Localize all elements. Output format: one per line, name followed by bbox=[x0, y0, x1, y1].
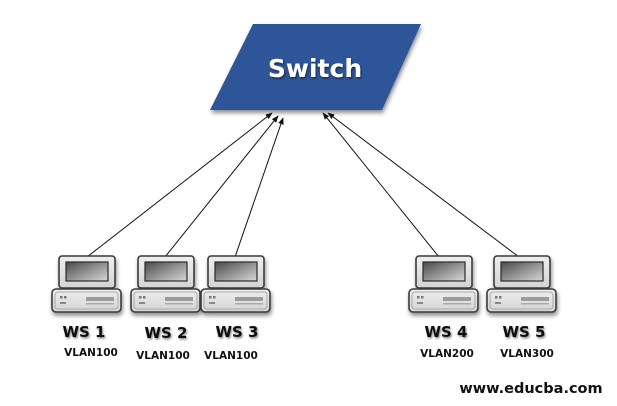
drive-slot-line bbox=[235, 303, 263, 305]
computer-base-inner bbox=[54, 291, 119, 310]
led-dot bbox=[139, 296, 142, 299]
workstation-4: WS 4 VLAN200 bbox=[408, 255, 479, 360]
workstation-vlan: VLAN100 bbox=[204, 350, 258, 362]
computer-base-inner bbox=[489, 291, 554, 310]
desktop-computer-icon bbox=[486, 255, 557, 313]
monitor-screen bbox=[214, 261, 258, 282]
switch-shape bbox=[210, 24, 421, 110]
connections bbox=[86, 112, 520, 258]
led-dot bbox=[495, 296, 498, 299]
drive-slot bbox=[521, 297, 549, 301]
workstation-name: WS 3 bbox=[215, 323, 258, 341]
computer-base-inner bbox=[133, 291, 198, 310]
led-dot bbox=[417, 296, 420, 299]
workstation-2: WS 2 VLAN100 bbox=[130, 255, 201, 362]
workstation-1: WS 1 VLAN100 bbox=[51, 255, 122, 359]
led-dot bbox=[499, 296, 502, 299]
desktop-computer-icon bbox=[130, 255, 201, 313]
workstation-vlan: VLAN300 bbox=[500, 348, 554, 360]
connection-line-2 bbox=[164, 115, 279, 258]
led-dot bbox=[64, 296, 67, 299]
computer-base-inner bbox=[203, 291, 268, 310]
drive-slot-line bbox=[165, 303, 193, 305]
led-dot bbox=[60, 302, 66, 304]
workstation-name: WS 4 bbox=[424, 323, 467, 341]
desktop-computer-icon bbox=[408, 255, 479, 313]
workstation-3: WS 3 VLAN100 bbox=[200, 255, 271, 362]
desktop-computer-icon bbox=[51, 255, 122, 313]
drive-slot bbox=[165, 297, 193, 301]
connection-line-1 bbox=[86, 112, 273, 258]
led-dot bbox=[417, 302, 423, 304]
led-dot bbox=[495, 302, 501, 304]
connection-line-5 bbox=[327, 112, 520, 258]
drive-slot-line bbox=[443, 303, 471, 305]
drive-slot bbox=[86, 297, 114, 301]
workstation-name: WS 1 bbox=[62, 323, 105, 341]
watermark-text: www.educba.com bbox=[459, 381, 602, 397]
led-dot bbox=[421, 296, 424, 299]
computer-base-inner bbox=[411, 291, 476, 310]
workstation-name: WS 5 bbox=[502, 323, 545, 341]
workstation-5: WS 5 VLAN300 bbox=[486, 255, 557, 360]
led-dot bbox=[213, 296, 216, 299]
workstation-vlan: VLAN100 bbox=[136, 350, 190, 362]
led-dot bbox=[139, 302, 145, 304]
switch-label: Switch bbox=[268, 54, 362, 83]
led-dot bbox=[60, 296, 63, 299]
workstation-vlan: VLAN100 bbox=[64, 347, 118, 359]
monitor-screen bbox=[144, 261, 188, 282]
drive-slot bbox=[235, 297, 263, 301]
led-dot bbox=[143, 296, 146, 299]
drive-slot-line bbox=[521, 303, 549, 305]
monitor-screen bbox=[422, 261, 466, 282]
monitor-screen bbox=[65, 261, 109, 282]
connection-line-4 bbox=[322, 112, 440, 258]
drive-slot-line bbox=[86, 303, 114, 305]
workstation-vlan: VLAN200 bbox=[420, 348, 474, 360]
workstations: WS 1 VLAN100 WS 2 VLAN100 WS 3 VLAN100 WS 4 VLA… bbox=[51, 255, 557, 362]
workstation-name: WS 2 bbox=[144, 324, 187, 342]
desktop-computer-icon bbox=[200, 255, 271, 313]
connection-line-3 bbox=[234, 117, 284, 258]
drive-slot bbox=[443, 297, 471, 301]
monitor-screen bbox=[500, 261, 544, 282]
led-dot bbox=[209, 302, 215, 304]
led-dot bbox=[209, 296, 212, 299]
switch-node: Switch bbox=[210, 24, 421, 110]
